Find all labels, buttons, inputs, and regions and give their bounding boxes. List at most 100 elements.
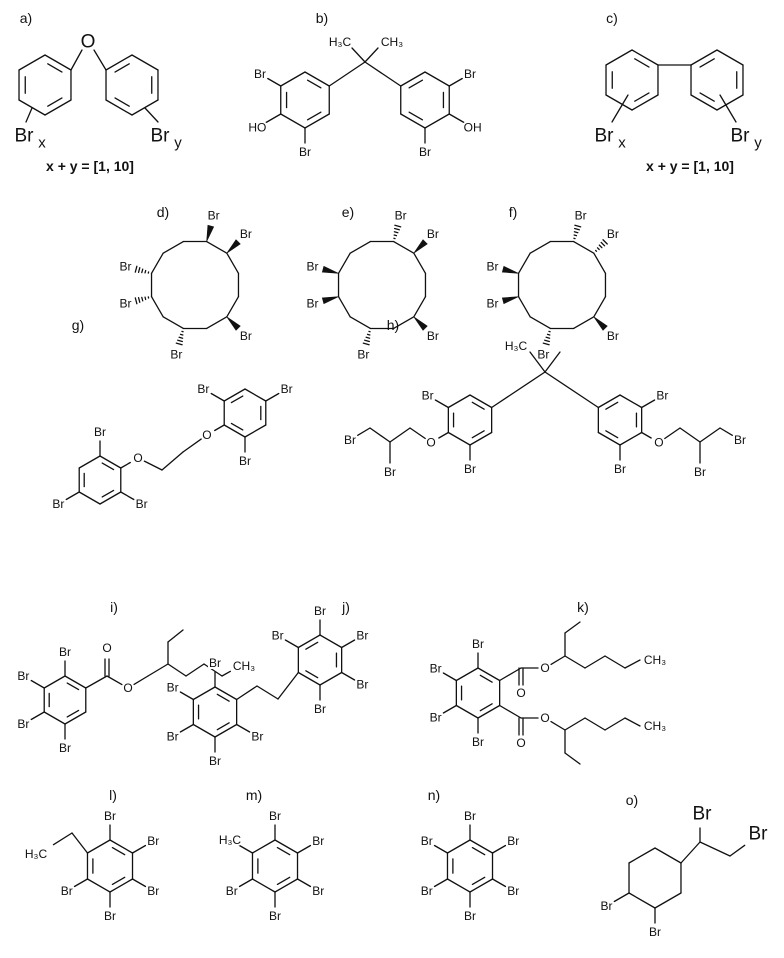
f-ring-bond	[593, 252, 607, 275]
br-label: Br	[464, 67, 476, 81]
carbonyl-oxygen: O	[516, 686, 525, 700]
methyl-label: CH₃	[644, 719, 666, 733]
double-bond	[305, 641, 319, 650]
j-ring-b-bond	[297, 634, 321, 649]
a-left-ring-bond	[44, 99, 72, 116]
br-label: Br	[356, 629, 368, 643]
bond	[328, 61, 366, 87]
br-label: Br	[472, 637, 484, 651]
br-label: Br	[306, 259, 318, 273]
br-label-bond	[491, 878, 507, 888]
chain-bond	[167, 629, 184, 643]
br-label-bond	[341, 671, 356, 681]
bond	[529, 351, 546, 373]
hashed-bond	[134, 297, 138, 305]
n-ring-bond	[446, 839, 471, 854]
br-label: Br	[314, 604, 326, 618]
bond	[719, 94, 737, 123]
double-bond	[101, 489, 115, 498]
d-ring-bond	[226, 295, 240, 318]
panel-label-n: n)	[428, 787, 440, 803]
br-label: Br	[272, 629, 284, 643]
chain-bond	[369, 427, 391, 443]
br-label: Br	[464, 809, 476, 823]
k-ring-bond	[477, 704, 501, 719]
a-left-ring-bond	[44, 54, 72, 71]
k-ring-bond	[455, 667, 479, 682]
wedge-bond	[501, 296, 519, 305]
j-ring-a-bond	[192, 723, 216, 738]
br-label: Br	[395, 208, 407, 222]
double-bond	[471, 876, 486, 886]
br-label-bond	[30, 711, 45, 721]
hashed-bond	[574, 224, 582, 228]
g-right-ring-bond	[223, 388, 246, 402]
hashed-bond	[394, 224, 402, 228]
l-ring-bond	[86, 878, 111, 893]
br-label: Br	[59, 645, 71, 659]
br-label: Br	[17, 669, 29, 683]
b-left-ring-bond	[280, 71, 306, 87]
chain-bond	[564, 752, 581, 765]
i-ring-bond	[64, 711, 87, 725]
br-label: Br	[419, 145, 431, 159]
c-left-ring-bond	[605, 49, 633, 66]
double-bond	[276, 846, 291, 856]
bond	[699, 841, 731, 857]
br-label-bond	[238, 878, 254, 888]
double-bond	[699, 58, 715, 68]
wedge-bond	[206, 224, 215, 242]
br-label-bond	[613, 892, 630, 903]
bond	[729, 844, 746, 857]
methyl-label: H₃C	[329, 35, 352, 49]
chain-bond	[389, 427, 411, 443]
bond	[133, 675, 149, 686]
bond	[357, 427, 371, 437]
e-ring-bond	[337, 295, 351, 318]
bond	[624, 659, 641, 669]
methyl-label: CH₃	[233, 659, 255, 673]
br-label: Br	[314, 702, 326, 716]
bond	[550, 655, 566, 666]
hashed-bond	[365, 336, 371, 339]
e-ring-bond	[392, 316, 415, 330]
ether-oxygen: O	[133, 451, 142, 465]
oxygen-label: O	[81, 32, 96, 53]
l-ring-bond	[109, 878, 134, 893]
f-ring-bond	[517, 252, 531, 275]
br-label-bond	[641, 399, 656, 409]
br-label: Br	[537, 348, 549, 362]
l-ring-bond	[109, 839, 134, 854]
panel-label-c: c)	[606, 10, 618, 26]
panel-label-g: g)	[72, 317, 84, 333]
br-label: Br	[472, 735, 484, 749]
bond	[664, 427, 681, 440]
a-left-ring-bond	[18, 54, 46, 71]
br-label: Br	[239, 454, 251, 468]
wedge-bond	[321, 296, 339, 305]
br-label: Br	[464, 909, 476, 923]
chain-bond	[604, 717, 626, 731]
ester-oxygen: O	[540, 711, 549, 725]
chain-bond	[564, 655, 586, 669]
ether-oxygen-bond	[120, 461, 131, 469]
o-ring-bond	[654, 847, 682, 864]
n-ring-bond	[446, 878, 471, 893]
hashed-bond	[596, 247, 600, 251]
chain-bond	[604, 655, 626, 669]
bond	[544, 371, 599, 409]
br-label: Br	[226, 884, 238, 898]
wedge-bond	[226, 239, 241, 254]
hydroxyl-label-bond	[448, 113, 466, 124]
br-label: Br	[269, 909, 281, 923]
br-label-bond	[442, 672, 457, 682]
d-ring-bond	[162, 316, 185, 330]
methyl-label: H₃C	[219, 833, 242, 847]
br-label-bond	[179, 723, 194, 733]
br-label: Br	[607, 227, 619, 241]
double-bond	[216, 722, 230, 731]
double-bond	[699, 92, 715, 102]
br-label-bond	[448, 77, 463, 87]
bond	[611, 94, 629, 123]
panel-label-k: k)	[577, 599, 589, 615]
